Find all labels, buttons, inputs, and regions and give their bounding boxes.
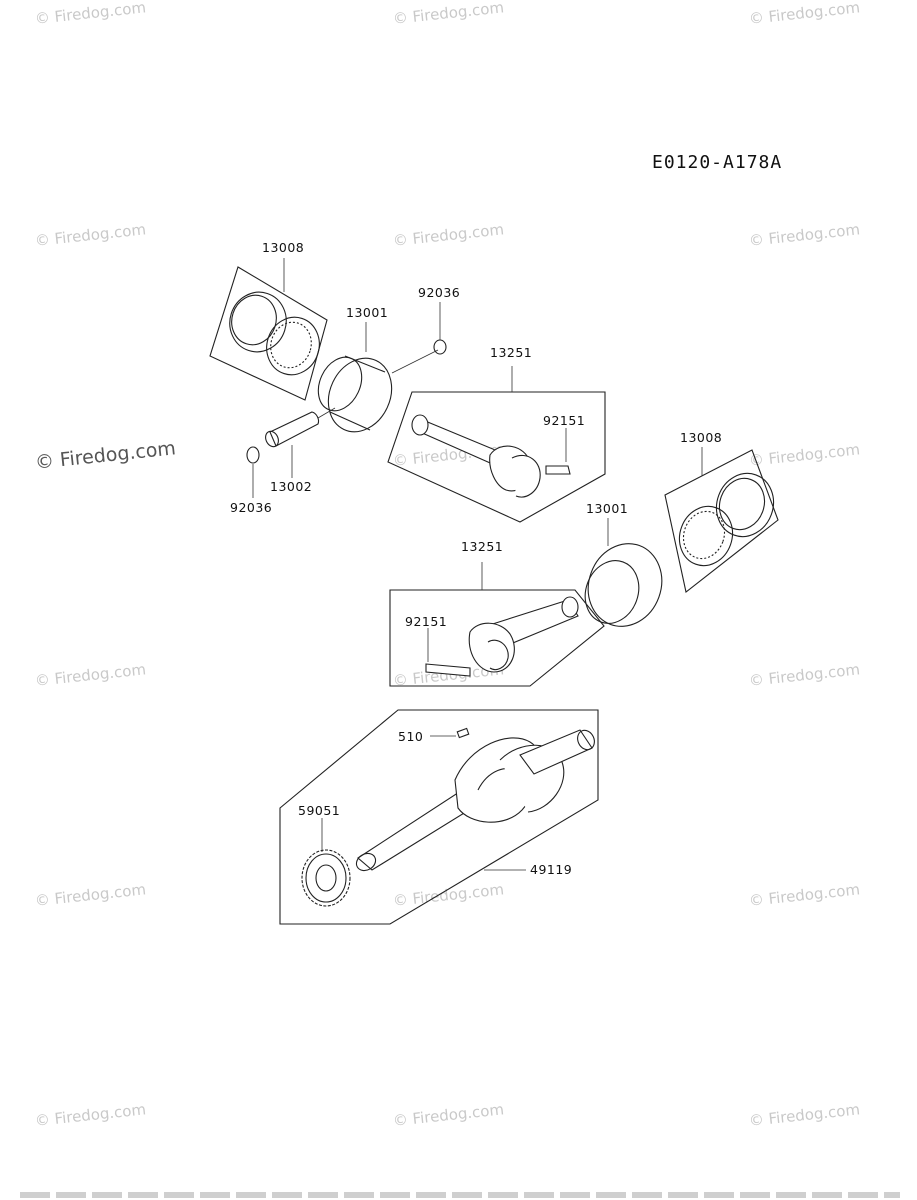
crankshaft-assembly[interactable] [279, 709, 599, 925]
part-label-ring-set-lower: 13008 [680, 430, 723, 445]
part-label-ring-set-upper: 13008 [262, 240, 305, 255]
piston-upper[interactable] [310, 322, 439, 442]
part-label-crankshaft: 49119 [530, 862, 573, 877]
connecting-rod-lower[interactable] [389, 562, 605, 687]
clip-upper-right[interactable] [433, 302, 447, 355]
part-label-rod-upper: 13251 [490, 345, 533, 360]
clip-upper-left[interactable] [246, 446, 260, 498]
bottom-border [20, 1192, 900, 1198]
part-label-key: 510 [398, 729, 424, 744]
piston-lower[interactable] [577, 518, 674, 637]
part-label-piston-lower: 13001 [586, 501, 629, 516]
part-label-bolt-lower: 92151 [405, 614, 448, 629]
timing-gear[interactable] [301, 818, 351, 907]
part-label-rod-lower: 13251 [461, 539, 504, 554]
piston-ring-set-lower[interactable] [664, 447, 782, 593]
diagram-code: E0120-A178A [652, 152, 783, 173]
connecting-rod-upper[interactable] [387, 366, 606, 523]
piston-ring-set-upper[interactable] [209, 258, 328, 401]
part-label-bolt-upper: 92151 [543, 413, 586, 428]
part-label-piston-upper: 13001 [346, 305, 389, 320]
piston-pin-upper[interactable] [263, 407, 336, 478]
part-label-clip-upper-right: 92036 [418, 285, 461, 300]
part-label-gear: 59051 [298, 803, 341, 818]
part-label-clip-upper-left: 92036 [230, 500, 273, 515]
part-label-pin-upper: 13002 [270, 479, 313, 494]
